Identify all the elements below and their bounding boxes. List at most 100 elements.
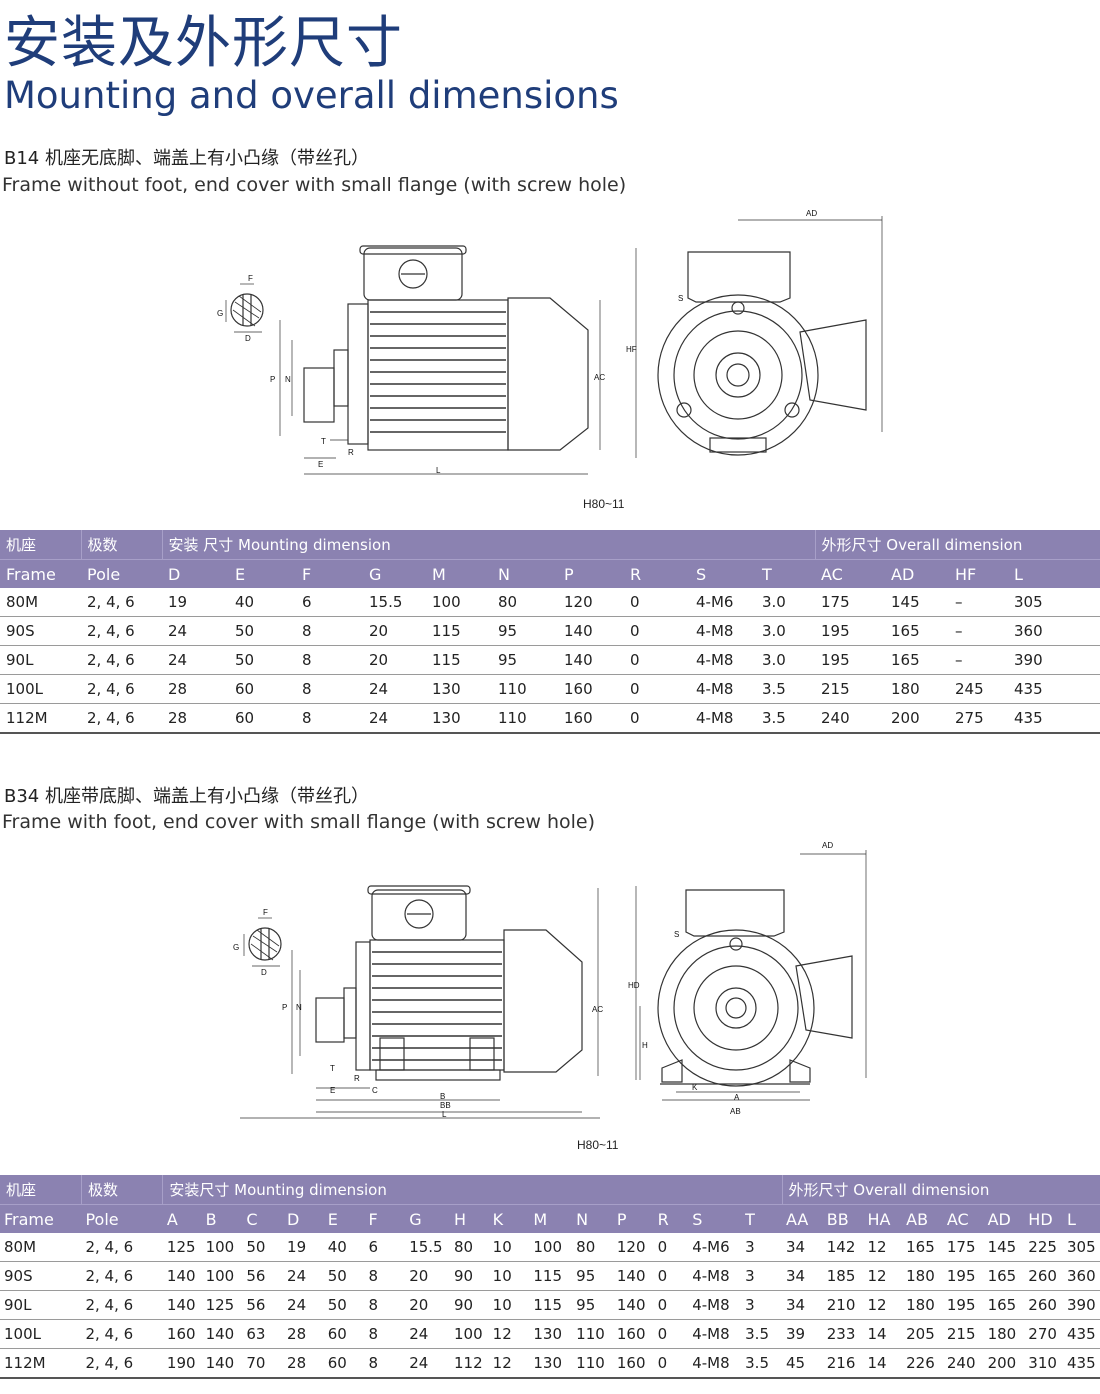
value-cell: 15.5	[363, 588, 426, 617]
value-cell: 270	[1024, 1319, 1063, 1349]
label-s: S	[678, 294, 683, 303]
shaft-section	[248, 927, 282, 961]
value-cell: 14	[863, 1348, 903, 1379]
value-cell: 233	[822, 1319, 864, 1349]
value-cell: 100	[426, 588, 492, 617]
value-cell: 50	[229, 616, 296, 646]
b14-title-zh: B14 机座无底脚、端盖上有小凸缘（带丝孔）	[4, 148, 369, 169]
value-cell: 215	[815, 674, 885, 704]
value-cell: 4-M8	[690, 616, 756, 646]
frame-cell: 90L	[0, 645, 81, 675]
col-frame: Frame	[0, 559, 81, 588]
value-cell: 240	[942, 1348, 984, 1379]
value-cell: 3.5	[741, 1348, 783, 1379]
value-cell: 63	[242, 1319, 284, 1349]
value-cell: 70	[242, 1348, 284, 1379]
col-header: L	[1062, 1204, 1100, 1233]
value-cell: 140	[612, 1261, 654, 1291]
value-cell: 195	[942, 1290, 984, 1320]
value-cell: 8	[296, 674, 363, 704]
value-cell: 100	[201, 1233, 243, 1262]
value-cell: 10	[488, 1233, 530, 1262]
label-ad: AD	[806, 209, 817, 218]
value-cell: 175	[815, 588, 885, 617]
value-cell: 180	[902, 1261, 943, 1291]
value-cell: 90	[449, 1261, 489, 1291]
label-b: B	[440, 1092, 445, 1101]
value-cell: 60	[323, 1319, 365, 1349]
value-cell: 28	[162, 674, 229, 704]
col-header: N	[572, 1204, 613, 1233]
col-pole: Pole	[81, 559, 162, 588]
label-p: P	[270, 375, 275, 384]
b14-caption: H80~11	[583, 497, 625, 511]
value-cell: 3.0	[756, 616, 815, 646]
value-cell: 140	[162, 1261, 202, 1291]
page-title-en: Mounting and overall dimensions	[4, 74, 619, 117]
pole-cell: 2, 4, 6	[81, 616, 162, 646]
value-cell: 12	[488, 1348, 530, 1379]
value-cell: 142	[822, 1233, 864, 1262]
value-cell: 0	[624, 588, 690, 617]
label-hd: HD	[628, 981, 640, 990]
value-cell: 3.5	[756, 674, 815, 704]
value-cell: 3	[741, 1261, 783, 1291]
value-cell: 8	[296, 645, 363, 675]
value-cell: 310	[1024, 1348, 1063, 1379]
value-cell: 180	[885, 674, 949, 704]
col-header: AB	[902, 1204, 943, 1233]
value-cell: 8	[364, 1290, 406, 1320]
label-f: F	[263, 908, 268, 917]
group-mounting: 安装 尺寸 Mounting dimension	[162, 530, 816, 560]
value-cell: 90	[449, 1290, 489, 1320]
value-cell: 260	[1024, 1290, 1063, 1320]
pole-cell: 2, 4, 6	[81, 1348, 163, 1379]
frame-cell: 90S	[0, 1261, 82, 1291]
value-cell: 0	[653, 1319, 689, 1349]
value-cell: 115	[426, 616, 492, 646]
value-cell: 100	[449, 1319, 489, 1349]
value-cell: 120	[612, 1233, 654, 1262]
frame-cell: 80M	[0, 588, 81, 617]
value-cell: 56	[242, 1261, 284, 1291]
value-cell: 180	[902, 1290, 943, 1320]
value-cell: 216	[822, 1348, 864, 1379]
value-cell: 305	[1062, 1233, 1100, 1262]
label-e: E	[318, 460, 323, 469]
col-header: E	[229, 559, 296, 588]
value-cell: 240	[815, 703, 885, 734]
value-cell: 140	[612, 1290, 654, 1320]
col-header: R	[653, 1204, 689, 1233]
value-cell: 4-M8	[690, 703, 756, 734]
value-cell: 165	[983, 1290, 1025, 1320]
value-cell: 125	[162, 1233, 202, 1262]
value-cell: 8	[296, 616, 363, 646]
value-cell: 50	[242, 1233, 284, 1262]
value-cell: 3.5	[741, 1319, 783, 1349]
value-cell: 175	[942, 1233, 984, 1262]
col-header: AD	[983, 1204, 1025, 1233]
b14-drawing: F G D P N T R E L AC AD S HF	[217, 209, 883, 475]
value-cell: 95	[572, 1261, 613, 1291]
label-k: K	[692, 1083, 698, 1092]
col-header: HF	[949, 559, 1008, 588]
value-cell: 165	[983, 1261, 1025, 1291]
label-f: F	[248, 274, 253, 283]
value-cell: 435	[1008, 674, 1100, 704]
value-cell: 435	[1008, 703, 1100, 734]
value-cell: 160	[612, 1348, 654, 1379]
value-cell: –	[949, 588, 1008, 617]
b34-end-labels: AD S HD H K A AB	[628, 841, 833, 1116]
value-cell: 24	[162, 616, 229, 646]
value-cell: 24	[405, 1319, 450, 1349]
b34-side-view	[240, 885, 600, 1119]
value-cell: 8	[364, 1261, 406, 1291]
value-cell: 145	[983, 1233, 1025, 1262]
value-cell: 100	[529, 1233, 573, 1262]
shaft-section	[230, 293, 264, 327]
label-e: E	[330, 1086, 335, 1095]
value-cell: 56	[242, 1290, 284, 1320]
value-cell: 60	[229, 703, 296, 734]
